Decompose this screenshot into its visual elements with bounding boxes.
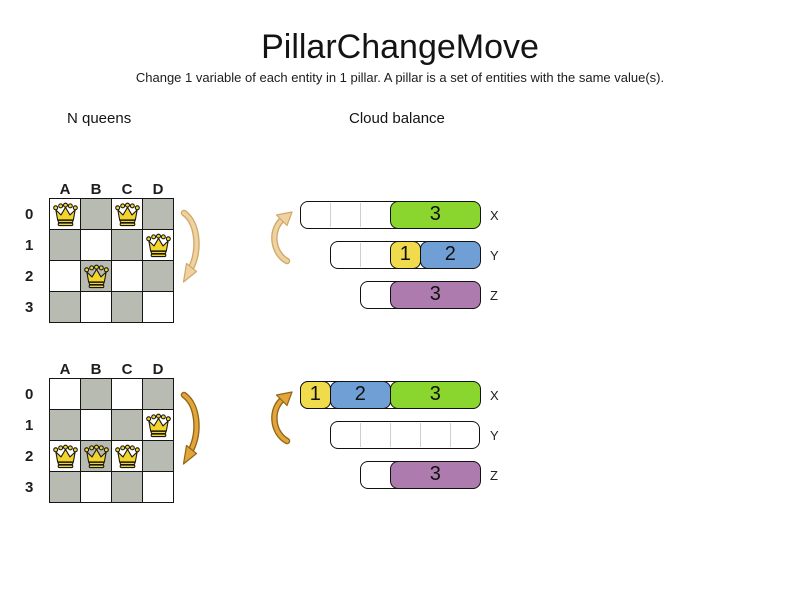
process-segment: 3 (389, 200, 481, 229)
chessboard-before: A B C D 0 1 2 3 (25, 181, 174, 323)
process-segment: 3 (389, 460, 481, 489)
board-cell-c3 (111, 291, 143, 323)
slot-divider (360, 203, 361, 227)
board-cell-a2 (49, 440, 81, 472)
section-label-cloud-balance: Cloud balance (349, 110, 445, 127)
queen-icon (83, 264, 109, 289)
board-cell-d3 (142, 291, 174, 323)
board-cell-b2 (80, 440, 112, 472)
slot-divider (420, 423, 421, 447)
page-title: PillarChangeMove (261, 28, 539, 66)
row-header-0: 0 (25, 205, 34, 223)
board-cell-a3 (49, 471, 81, 503)
row-header-0: 0 (25, 385, 34, 403)
chessboard-grid: A B C D 0 1 2 3 (25, 361, 174, 503)
computer-label-z: Z (490, 467, 498, 483)
board-cell-b2 (80, 260, 112, 292)
page-subtitle: Change 1 variable of each entity in 1 pi… (135, 70, 665, 85)
move-arrow-down-icon (180, 391, 200, 465)
process-segment: 3 (389, 280, 481, 309)
board-cell-a0 (49, 378, 81, 410)
process-segment: 1 (389, 240, 421, 269)
board-cell-c3 (111, 471, 143, 503)
board-cell-c2 (111, 440, 143, 472)
board-cell-b0 (80, 378, 112, 410)
slot-divider (390, 423, 391, 447)
board-cell-b3 (80, 471, 112, 503)
row-header-1: 1 (25, 416, 34, 434)
column-header-a: A (59, 181, 71, 198)
process-segment: 3 (389, 380, 481, 409)
row-header-2: 2 (25, 447, 34, 465)
move-arrow-down-icon (180, 209, 200, 283)
board-cell-d0 (142, 198, 174, 230)
process-segment: 2 (419, 240, 481, 269)
board-cell-d3 (142, 471, 174, 503)
queen-icon (83, 444, 109, 469)
slot-divider (330, 203, 331, 227)
row-header-3: 3 (25, 298, 34, 316)
computer-label-y: Y (490, 427, 499, 443)
computer-bar-x: 3 (300, 200, 481, 229)
board-cell-c2 (111, 260, 143, 292)
slot-divider (450, 423, 451, 447)
board-cell-a1 (49, 229, 81, 261)
computer-bar-y (330, 421, 480, 449)
column-header-a: A (59, 361, 71, 378)
slot-divider (360, 423, 361, 447)
row-header-2: 2 (25, 267, 34, 285)
row-header-3: 3 (25, 478, 34, 496)
board-cell-a1 (49, 409, 81, 441)
board-cell-c0 (111, 198, 143, 230)
column-header-d: D (152, 361, 164, 378)
board-cell-c1 (111, 229, 143, 261)
computer-bar-z: 3 (360, 460, 481, 489)
move-arrow-up-icon (271, 211, 293, 265)
board-cell-d1 (142, 409, 174, 441)
board-cell-d2 (142, 440, 174, 472)
board-cell-d0 (142, 378, 174, 410)
column-header-d: D (152, 181, 164, 198)
computer-label-x: X (490, 387, 499, 403)
computer-label-y: Y (490, 247, 499, 263)
slot-divider (360, 243, 361, 267)
queen-icon (114, 202, 140, 227)
computer-bar-z: 3 (360, 280, 481, 309)
board-cell-b3 (80, 291, 112, 323)
board-cell-c1 (111, 409, 143, 441)
board-cell-d2 (142, 260, 174, 292)
board-cell-a0 (49, 198, 81, 230)
queen-icon (145, 233, 171, 258)
board-cell-c0 (111, 378, 143, 410)
section-label-n-queens: N queens (67, 110, 132, 127)
row-header-1: 1 (25, 236, 34, 254)
column-header-b: B (90, 181, 102, 198)
column-header-c: C (121, 181, 133, 198)
column-header-b: B (90, 361, 102, 378)
queen-icon (114, 444, 140, 469)
computer-label-x: X (490, 207, 499, 223)
board-cell-b0 (80, 198, 112, 230)
board-cell-a2 (49, 260, 81, 292)
board-cell-a3 (49, 291, 81, 323)
move-arrow-up-icon (271, 391, 293, 445)
board-cell-b1 (80, 229, 112, 261)
queen-icon (145, 413, 171, 438)
chessboard-grid: A B C D 0 1 2 3 (25, 181, 174, 323)
chessboard-after: A B C D 0 1 2 3 (25, 361, 174, 503)
queen-icon (52, 444, 78, 469)
board-cell-d1 (142, 229, 174, 261)
computer-label-z: Z (490, 287, 498, 303)
queen-icon (52, 202, 78, 227)
process-segment: 2 (329, 380, 391, 409)
process-segment: 1 (299, 380, 331, 409)
column-header-c: C (121, 361, 133, 378)
board-cell-b1 (80, 409, 112, 441)
